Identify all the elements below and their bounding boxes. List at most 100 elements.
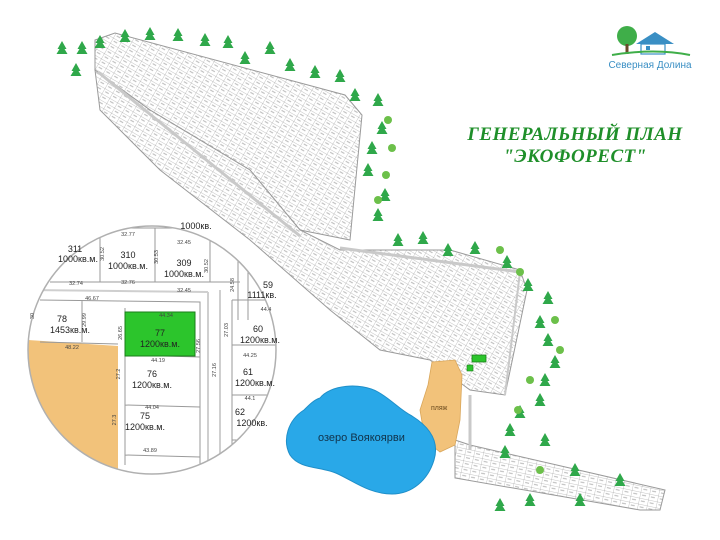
pine-tree-icon	[372, 208, 384, 221]
pine-tree-icon	[469, 241, 481, 254]
inset-dimension: 44.25	[243, 353, 257, 359]
inset-dimension: 32.76	[121, 280, 135, 286]
house-tree-logo-icon	[611, 26, 691, 56]
pine-tree-icon	[494, 498, 506, 511]
inset-dimension: 44.4	[261, 307, 272, 313]
inset-plot-area: 1453кв.м.	[50, 325, 90, 335]
inset-plot-area: 1000кв.м.	[108, 261, 148, 271]
inset-plot-id: 78	[57, 314, 67, 324]
round-tree-icon	[514, 406, 522, 414]
inset-dimension: 30.53	[154, 250, 160, 264]
pine-tree-icon	[372, 93, 384, 106]
plan-subtitle: "ЭКОФОРЕСТ"	[503, 146, 647, 167]
plot-area-south	[454, 439, 666, 511]
pine-tree-icon	[56, 41, 68, 54]
pine-tree-icon	[501, 255, 513, 268]
round-tree-icon	[551, 316, 559, 324]
inset-dimension: 26.65	[118, 326, 124, 340]
pine-tree-icon	[334, 69, 346, 82]
inset-dimension: 32.77	[121, 232, 135, 238]
pine-tree-icon	[309, 65, 321, 78]
round-tree-icon	[516, 268, 524, 276]
inset-plot-area: 1200кв.м.	[132, 380, 172, 390]
inset-dimension: 29.99	[82, 313, 88, 327]
inset-dimension: 43.89	[143, 448, 157, 454]
inset-highlighted-plot[interactable]	[124, 311, 196, 357]
pine-tree-icon	[614, 473, 626, 486]
round-tree-icon	[382, 171, 390, 179]
pine-tree-icon	[549, 355, 561, 368]
inset-plot-area: 1111кв.	[247, 290, 276, 300]
pine-tree-icon	[542, 333, 554, 346]
inset-dimension: 44.19	[151, 358, 165, 364]
pine-tree-icon	[349, 88, 361, 101]
pine-tree-icon	[524, 493, 536, 506]
pine-tree-icon	[522, 278, 534, 291]
pine-tree-icon	[94, 35, 106, 48]
pine-tree-icon	[362, 163, 374, 176]
inset-plot-id: 77	[155, 328, 165, 338]
plot-marker-small[interactable]	[466, 364, 474, 372]
inset-plot-id: 310	[120, 250, 135, 260]
pine-tree-icon	[534, 315, 546, 328]
inset-plot-area: 1000кв.м.	[164, 269, 204, 279]
round-tree-icon	[374, 196, 382, 204]
pine-tree-icon	[504, 423, 516, 436]
pine-tree-icon	[70, 63, 82, 76]
inset-dimension: 24.58	[230, 278, 236, 292]
inset-plot-id: 60	[253, 324, 263, 334]
pine-tree-icon	[379, 188, 391, 201]
pine-tree-icon	[442, 243, 454, 256]
pine-tree-icon	[534, 393, 546, 406]
inset-dimension: 30.52	[204, 259, 210, 273]
inset-dimension: 30.52	[100, 247, 106, 261]
inset-dimension: 30	[30, 313, 36, 319]
round-tree-icon	[526, 376, 534, 384]
inset-plot-id: 62	[235, 407, 245, 417]
round-tree-icon	[536, 466, 544, 474]
pine-tree-icon	[144, 27, 156, 40]
inset-dimension: 32.74	[69, 281, 83, 287]
pine-tree-icon	[542, 291, 554, 304]
inset-plot-id: 309	[176, 258, 191, 268]
pine-tree-icon	[264, 41, 276, 54]
pine-tree-icon	[574, 493, 586, 506]
inset-dimension: 27.03	[224, 323, 230, 337]
inset-plot-id: 61	[243, 367, 253, 377]
inset-plot-area: 1200кв.	[236, 418, 267, 428]
inset-plot-area: 1000кв.м.	[58, 254, 98, 264]
pine-tree-icon	[366, 141, 378, 154]
beach-area	[419, 359, 463, 453]
inset-plot-area: 1200кв.м.	[125, 422, 165, 432]
inset-dimension: 46.67	[85, 296, 99, 302]
inset-dimension: 32.45	[177, 240, 191, 246]
inset-plot-area: 1200кв.м.	[235, 378, 275, 388]
inset-plot-id: 75	[140, 411, 150, 421]
inset-dimension: 27.3	[112, 415, 118, 426]
inset-dimension: 27.2	[116, 369, 122, 380]
pine-tree-icon	[392, 233, 404, 246]
pine-tree-icon	[569, 463, 581, 476]
inset-dimension: 44.04	[145, 405, 159, 411]
selected-plot-marker[interactable]	[471, 354, 487, 363]
round-tree-icon	[388, 144, 396, 152]
brand-name: Северная Долина	[608, 60, 692, 71]
inset-dimension: 32.45	[177, 288, 191, 294]
pine-tree-icon	[172, 28, 184, 41]
inset-plot-area: 1200кв.м.	[140, 339, 180, 349]
inset-plot-area: 1000кв.	[180, 221, 211, 231]
pine-tree-icon	[539, 433, 551, 446]
inset-dimension: 27.56	[196, 339, 202, 353]
pine-tree-icon	[499, 445, 511, 458]
pine-tree-icon	[199, 33, 211, 46]
inset-plot-id: 59	[263, 280, 273, 290]
inset-plot-area: 1200кв.м.	[240, 335, 280, 345]
pine-tree-icon	[222, 35, 234, 48]
beach-label: пляж	[431, 405, 448, 412]
forest-trees	[56, 27, 626, 511]
round-tree-icon	[556, 346, 564, 354]
pine-tree-icon	[539, 373, 551, 386]
round-tree-icon	[384, 116, 392, 124]
inset-dimension: 44.1	[245, 396, 256, 402]
